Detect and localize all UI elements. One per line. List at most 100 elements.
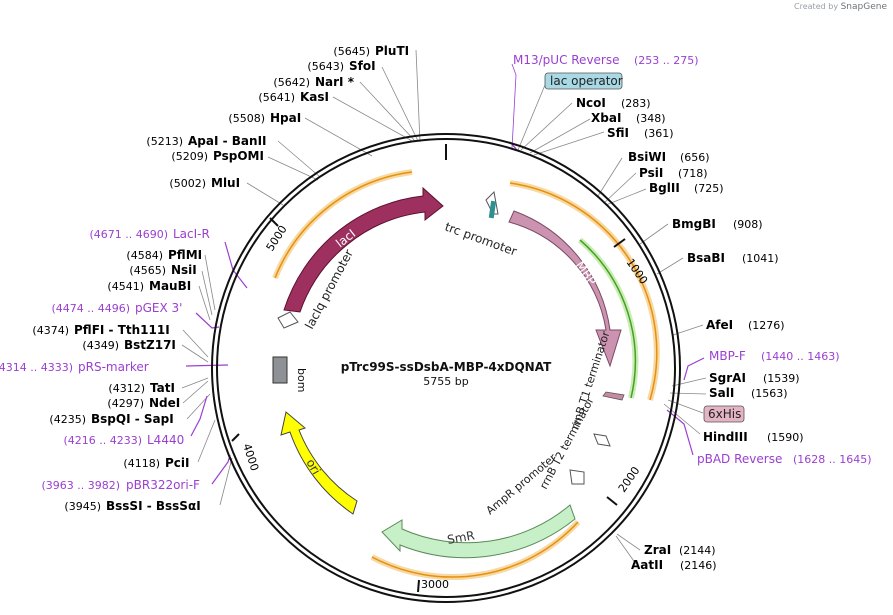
leader-bsssi xyxy=(219,457,233,506)
feature-laci-arrow xyxy=(283,186,444,313)
label-hpai-pos: (5508) xyxy=(228,112,265,125)
label-pcii-pos: (4118) xyxy=(123,457,160,470)
label-hpai-name: HpaI xyxy=(270,111,301,125)
feature-mbp-arrow xyxy=(508,210,622,368)
label-zrai-name: ZraI xyxy=(644,543,671,557)
feature-rrnb-t2-label: rrnB T2 terminator xyxy=(537,395,597,492)
leader-aatii xyxy=(615,535,637,565)
label-pbad-name: pBAD Reverse xyxy=(697,452,782,466)
orange-arc-laci-line xyxy=(274,171,413,279)
leader-mlui xyxy=(246,182,284,206)
backbone-inner xyxy=(216,138,676,598)
label-laci-r-range: (4671 .. 4690) xyxy=(89,228,168,241)
label-ncoi-name: NcoI xyxy=(576,96,606,110)
label-m13-range: (253 .. 275) xyxy=(634,54,699,67)
plasmid-length: 5755 bp xyxy=(423,375,468,388)
label-mlui-name: MluI xyxy=(211,176,240,190)
label-laci-r-name: LacI-R xyxy=(173,227,210,241)
tick-5000 xyxy=(269,217,279,227)
label-afei-name: AfeI xyxy=(706,318,733,332)
label-bmgbi-name: BmgBI xyxy=(672,217,716,231)
orange-arc-bottom-line xyxy=(371,521,579,578)
label-apai-name: ApaI - BanII xyxy=(188,134,267,148)
label-bsabi-pos: (1041) xyxy=(742,252,779,265)
label-lac-operator: lac operator xyxy=(550,74,623,88)
leader-ndei xyxy=(182,380,209,404)
feature-trc-box xyxy=(488,200,497,219)
label-sixhis: 6xHis xyxy=(708,407,741,421)
label-bsiwi-name: BsiWI xyxy=(628,150,666,164)
feature-bom-label: bom xyxy=(295,368,308,392)
leader-lines xyxy=(181,49,707,565)
feature-trc-promoter-label: trc promoter xyxy=(443,220,519,259)
label-zrai-pos: (2144) xyxy=(679,544,716,557)
tick-2000 xyxy=(606,496,618,506)
leader-sfoi xyxy=(381,66,419,142)
label-nari-name: NarI * xyxy=(315,75,355,89)
feature-ori-label: ori xyxy=(303,457,323,478)
feature-smr-label: SmR xyxy=(446,528,476,547)
leader-nari xyxy=(359,81,417,143)
label-bspqi-pos: (4235) xyxy=(49,413,86,426)
leader-sali xyxy=(669,392,707,395)
label-pgex-range: (4474 .. 4496) xyxy=(51,302,130,315)
label-bstz17i-pos: (4349) xyxy=(82,339,119,352)
ruler-label-5000: 5000 xyxy=(264,223,290,254)
label-xbai-name: XbaI xyxy=(591,111,621,125)
label-xbai-pos: (348) xyxy=(636,112,666,125)
label-mbpf-range: (1440 .. 1463) xyxy=(761,350,840,363)
leader-xbai xyxy=(529,118,591,154)
label-pluti-name: PluTI xyxy=(375,44,409,58)
leader-pspomi xyxy=(267,156,319,181)
leader-pluti xyxy=(415,49,421,143)
label-bsabi-name: BsaBI xyxy=(687,251,725,265)
leader-zrai xyxy=(616,533,641,551)
label-pspomi-pos: (5209) xyxy=(171,150,208,163)
label-tati-pos: (4312) xyxy=(108,382,145,395)
label-l4440-range: (4216 .. 4233) xyxy=(63,434,142,447)
label-bsssi-name: BssSI - BssSαI xyxy=(106,499,201,513)
left-labels: (5645) PluTI (5643) SfoI (5642) NarI * (… xyxy=(0,44,409,513)
watermark-brand: SnapGene xyxy=(840,2,887,12)
feature-arcs xyxy=(272,169,660,581)
label-pcii-name: PciI xyxy=(165,456,190,470)
leader-pflmi xyxy=(204,254,216,311)
label-sali-pos: (1563) xyxy=(751,387,788,400)
label-bspqi-name: BspQI - SapI xyxy=(91,412,174,426)
feature-smr-arrow xyxy=(381,504,576,559)
label-nsii-pos: (4565) xyxy=(129,264,166,277)
feature-rrnb-t1-icon xyxy=(602,391,625,401)
primer-prs-mark xyxy=(185,364,229,367)
label-pflfi-name: PflFI - Tth111I xyxy=(74,323,170,337)
leader-apai xyxy=(277,140,321,178)
label-sgrai-pos: (1539) xyxy=(763,372,800,385)
label-pgex-name: pGEX 3' xyxy=(135,301,182,315)
label-pflfi-pos: (4374) xyxy=(32,324,69,337)
feature-rrnb-t2-icon xyxy=(593,433,611,447)
tick-1000 xyxy=(613,238,626,248)
label-bsssi-pos: (3945) xyxy=(64,500,101,513)
label-ndei-name: NdeI xyxy=(149,396,180,410)
label-sfoi-pos: (5643) xyxy=(307,60,344,73)
label-sfoi-name: SfoI xyxy=(349,59,376,73)
ruler-label-4000: 4000 xyxy=(240,442,261,473)
snapgene-watermark: Created by SnapGene xyxy=(794,2,887,12)
label-sfii-name: SfiI xyxy=(607,126,629,140)
tick-3000 xyxy=(417,579,420,593)
label-apai-pos: (5213) xyxy=(146,135,183,148)
green-arc-line xyxy=(579,239,637,399)
label-pbr322-range: (3963 .. 3982) xyxy=(41,479,120,492)
label-psii-name: PsiI xyxy=(639,166,663,180)
label-sgrai-name: SgrAI xyxy=(709,371,746,385)
ruler-label-1000: 1000 xyxy=(624,256,651,286)
label-prs-name: pRS-marker xyxy=(78,360,149,374)
label-bmgbi-pos: (908) xyxy=(733,218,763,231)
primer-pgex-mark xyxy=(195,312,220,329)
leader-psii xyxy=(603,172,637,204)
leader-maubi xyxy=(198,285,211,321)
feature-bom-box xyxy=(272,356,288,384)
label-pflmi-name: PflMI xyxy=(168,248,202,262)
label-maubi-pos: (4541) xyxy=(107,280,144,293)
label-sfii-pos: (361) xyxy=(644,127,674,140)
